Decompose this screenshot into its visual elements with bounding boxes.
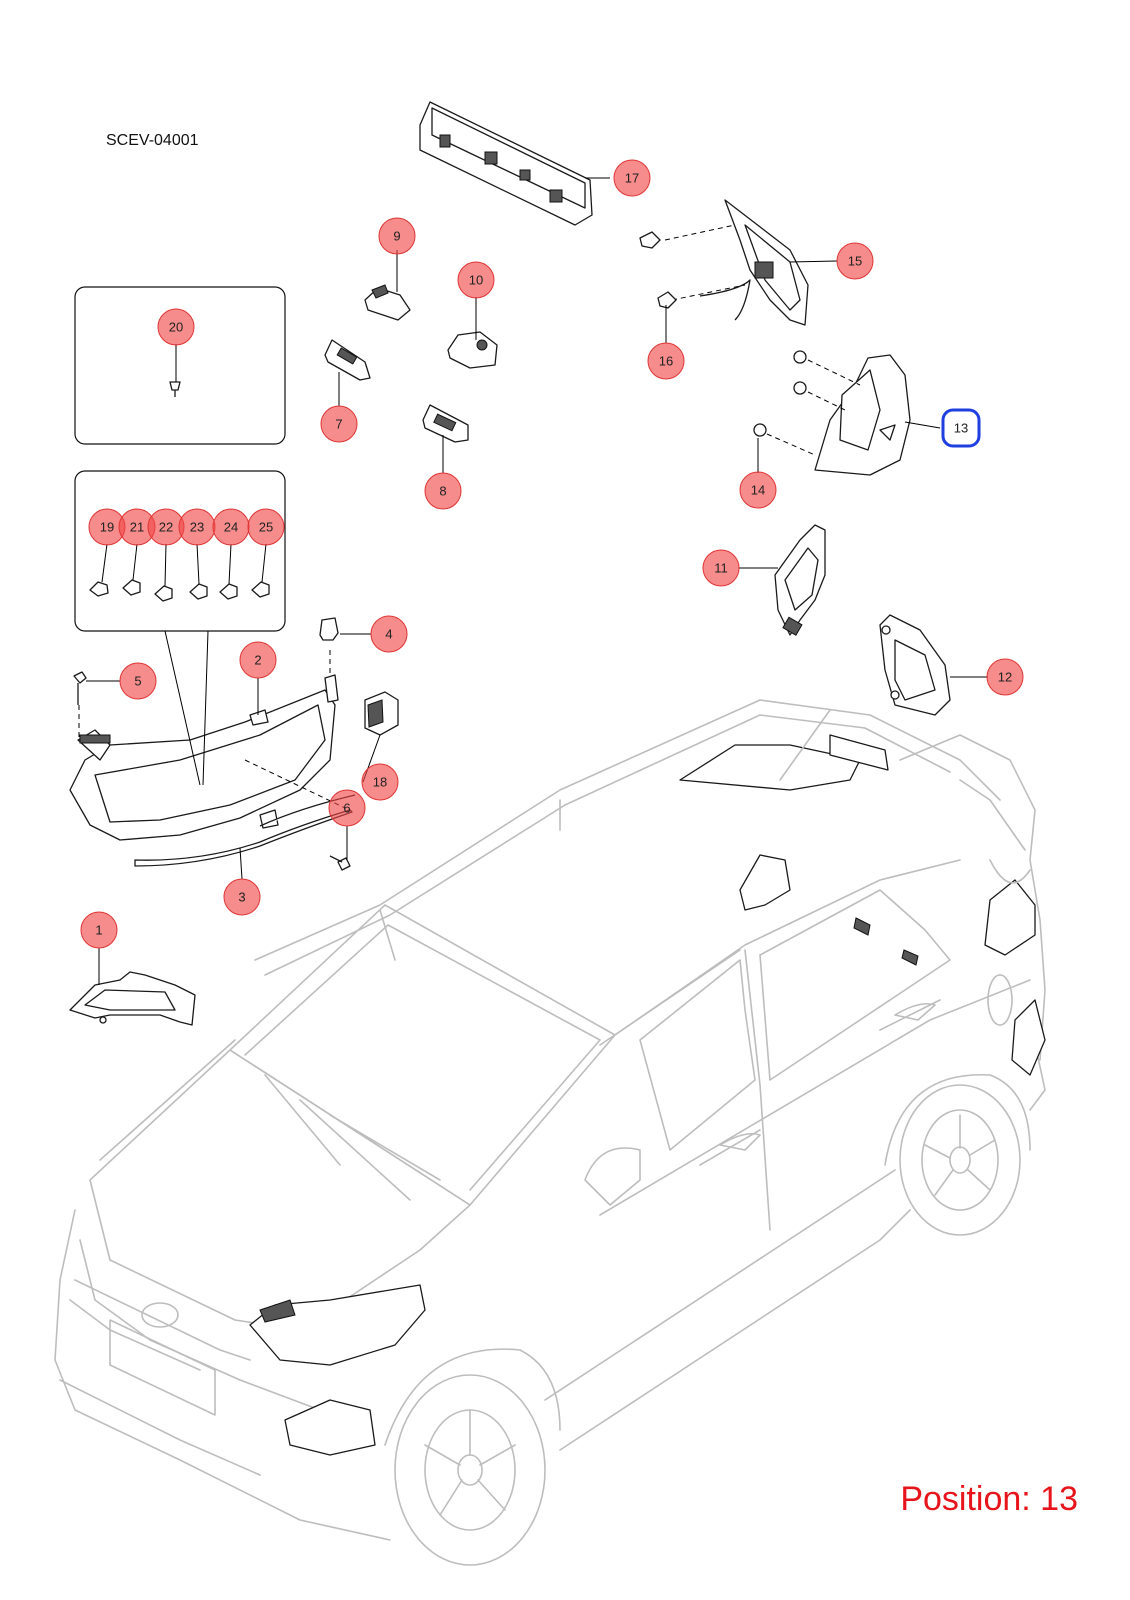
- part-front-fog-lamp: [69, 971, 196, 1026]
- part-bulbs-inset: [89, 579, 270, 602]
- callout-circle[interactable]: [119, 662, 157, 700]
- callout-10[interactable]: 10: [457, 261, 495, 299]
- callout-circle[interactable]: [986, 658, 1024, 696]
- car-mounted-license-lamp: [739, 854, 791, 911]
- car-grille-outline: [109, 1319, 216, 1416]
- car-mounted-rear-lamp-right: [984, 879, 1036, 956]
- car-badge: [141, 1302, 179, 1328]
- callout-circle[interactable]: [157, 308, 195, 346]
- callout-circle[interactable]: [739, 471, 777, 509]
- part-rear-reflector-assembly: [879, 614, 951, 716]
- part-headlamp-assembly: [69, 650, 346, 841]
- callout-8[interactable]: 8: [424, 472, 462, 510]
- diagram-code: SCEV-04001: [106, 132, 199, 149]
- part-rear-combination-lamp-inner: [753, 350, 911, 476]
- callout-circle[interactable]: [361, 763, 399, 801]
- callout-circle[interactable]: [702, 549, 740, 587]
- callout-circle[interactable]: [80, 911, 118, 949]
- callout-circle[interactable]: [223, 878, 261, 916]
- part-rear-fog-lamp: [774, 524, 826, 636]
- part-control-module-18: [364, 691, 399, 736]
- callout-circle[interactable]: [424, 472, 462, 510]
- car-mounted-headlamp: [249, 1284, 426, 1366]
- callout-13[interactable]: 13: [941, 408, 981, 448]
- callout-circle[interactable]: [370, 615, 408, 653]
- callout-circle[interactable]: [613, 159, 651, 197]
- car-side-window-outline: [639, 959, 756, 1151]
- car-hood-outline: [89, 1049, 471, 1331]
- callout-2[interactable]: 2: [239, 641, 277, 679]
- selected-position-label: Position: 13: [900, 1480, 1078, 1518]
- car-mounted-high-stop-lamp: [829, 734, 889, 771]
- part-bolt-5: [73, 671, 87, 740]
- callout-11[interactable]: 11: [702, 549, 740, 587]
- callout-7[interactable]: 7: [320, 405, 358, 443]
- selected-callout-highlight: [941, 408, 981, 448]
- car-windshield-outline: [229, 904, 616, 1206]
- callout-3[interactable]: 3: [223, 878, 261, 916]
- callout-circle[interactable]: [320, 405, 358, 443]
- callout-18[interactable]: 18: [361, 763, 399, 801]
- callout-14[interactable]: 14: [739, 471, 777, 509]
- part-rear-combination-lamp-outer: [639, 199, 809, 326]
- callout-15[interactable]: 15: [836, 242, 874, 280]
- part-bulb-socket-9: [364, 284, 411, 321]
- car-roof-outline: [254, 699, 1001, 961]
- callout-circle[interactable]: [178, 508, 216, 546]
- part-bulb-socket-10: [447, 331, 498, 369]
- callout-circle[interactable]: [378, 217, 416, 255]
- callout-25[interactable]: 25: [247, 508, 285, 546]
- clip-inset-box: [74, 286, 286, 445]
- car-rear-wheel: [899, 1084, 1021, 1236]
- callout-leader-lines: [86, 177, 988, 985]
- part-high-stop-lamp: [419, 101, 593, 226]
- part-interior-lamp-7: [324, 339, 371, 381]
- callout-20[interactable]: 20: [157, 308, 195, 346]
- callout-circle[interactable]: [836, 242, 874, 280]
- car-front-fascia-outline: [54, 1209, 391, 1541]
- callout-9[interactable]: 9: [378, 217, 416, 255]
- car-mounted-fog-lamp: [284, 1399, 376, 1456]
- car-mirror-outline: [584, 1147, 641, 1206]
- callout-4[interactable]: 4: [370, 615, 408, 653]
- callout-23[interactable]: 23: [178, 508, 216, 546]
- bulb-inset-box: [74, 470, 286, 632]
- callout-1[interactable]: 1: [80, 911, 118, 949]
- callout-16[interactable]: 16: [647, 342, 685, 380]
- callout-12[interactable]: 12: [986, 658, 1024, 696]
- callout-circle[interactable]: [212, 508, 250, 546]
- callout-5[interactable]: 5: [119, 662, 157, 700]
- car-front-wheel: [394, 1374, 546, 1566]
- car-roof-inner-outline: [264, 714, 951, 976]
- callout-24[interactable]: 24: [212, 508, 250, 546]
- callout-circle[interactable]: [647, 342, 685, 380]
- car-mounted-reflector: [1011, 999, 1046, 1076]
- callout-6[interactable]: 6: [328, 789, 366, 827]
- callout-circle[interactable]: [239, 641, 277, 679]
- vehicle-outline-illustration: [54, 699, 1046, 1566]
- callout-label: 13: [954, 421, 968, 436]
- callout-17[interactable]: 17: [613, 159, 651, 197]
- callout-circle[interactable]: [328, 789, 366, 827]
- part-nut-16: [657, 291, 677, 309]
- part-interior-lamp-8: [422, 404, 469, 443]
- callout-circle[interactable]: [247, 508, 285, 546]
- part-adjuster-cap-4: [319, 617, 339, 641]
- part-bolt-6: [329, 855, 351, 871]
- callout-circle[interactable]: [457, 261, 495, 299]
- part-clip-20: [169, 381, 181, 397]
